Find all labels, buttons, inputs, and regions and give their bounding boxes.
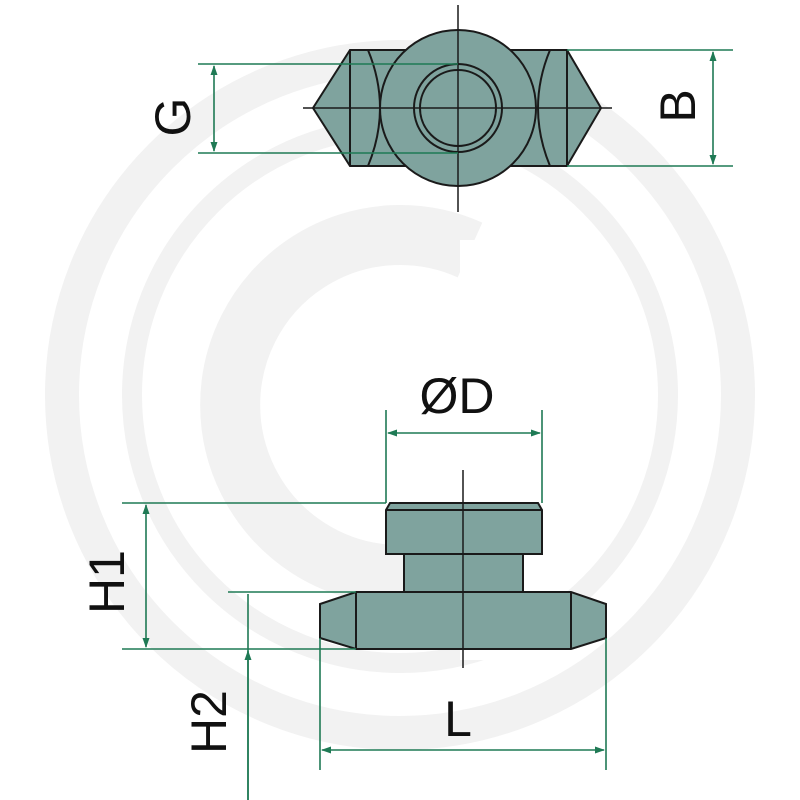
top-view: G B: [145, 5, 733, 212]
dim-b-label: B: [650, 89, 706, 122]
dim-h2-label: H2: [181, 690, 237, 754]
dim-g-label: G: [145, 98, 201, 137]
side-view: ØD H1 H2 L: [79, 368, 607, 800]
dim-l-label: L: [444, 691, 472, 747]
dim-h1-label: H1: [79, 550, 135, 614]
dim-d-label: ØD: [420, 368, 495, 424]
